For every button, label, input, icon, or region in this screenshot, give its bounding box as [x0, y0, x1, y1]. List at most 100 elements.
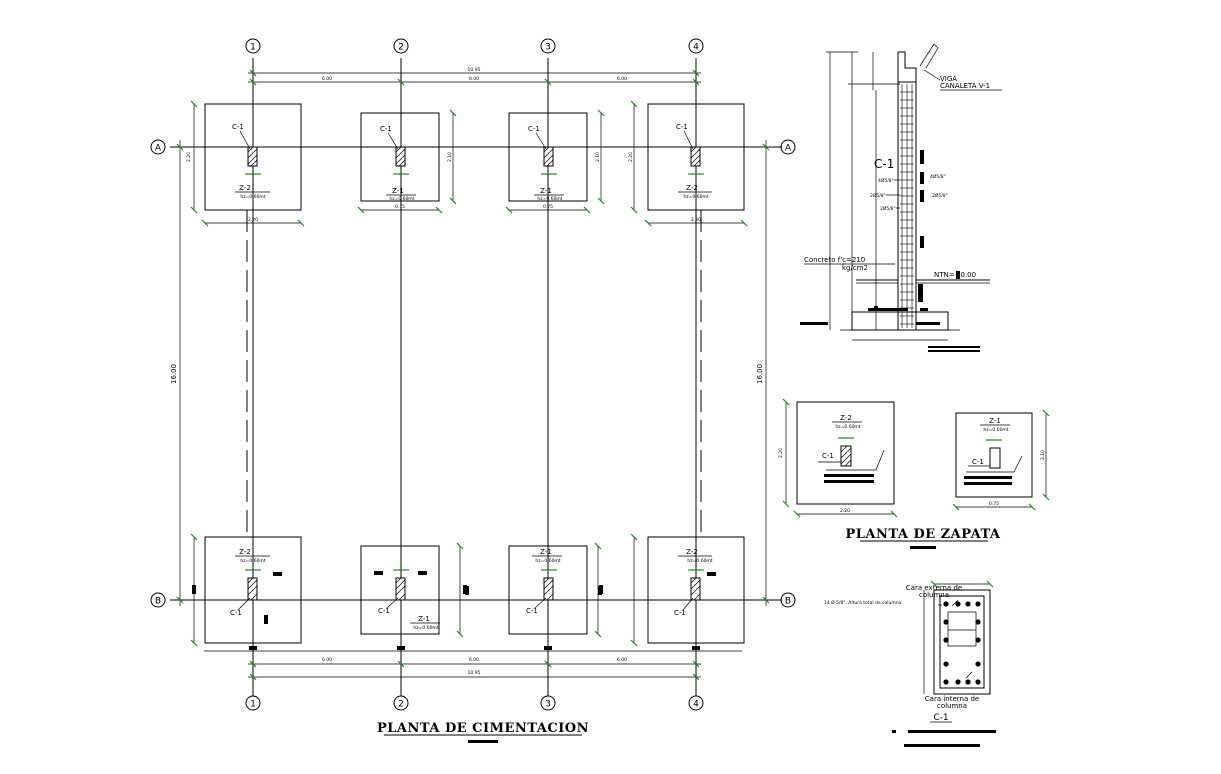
- svg-text:C-1: C-1: [230, 609, 242, 617]
- axis-bubble-4-top: 4: [688, 38, 704, 54]
- svg-text:C-1: C-1: [933, 713, 948, 723]
- axis-bubble-b-right: B: [780, 592, 796, 608]
- svg-text:C-1: C-1: [526, 607, 538, 615]
- svg-text:Z-2: Z-2: [840, 414, 852, 422]
- svg-text:6.00: 6.00: [322, 657, 332, 663]
- svg-text:A: A: [155, 144, 162, 154]
- svg-text:C-1: C-1: [676, 123, 688, 131]
- svg-text:hz=0.60mt: hz=0.60mt: [835, 424, 860, 430]
- svg-text:2.20: 2.20: [248, 217, 258, 223]
- svg-text:2Ø5/8": 2Ø5/8": [870, 192, 886, 199]
- axis-bubble-4-bottom: 4: [688, 695, 704, 711]
- svg-text:C-1: C-1: [822, 452, 834, 460]
- svg-text:Z-1: Z-1: [540, 187, 552, 195]
- footing-b4: Z-2 hz=0.60mt C-1: [465, 533, 745, 647]
- svg-text:hz=0.60mt: hz=0.60mt: [683, 194, 708, 200]
- axis-bubble-3-bottom: 3: [540, 695, 556, 711]
- plan-title: PLANTA DE CIMENTACION: [377, 721, 589, 736]
- svg-text:CANALETA V-1: CANALETA V-1: [940, 82, 990, 90]
- svg-text:NTN=+0.00: NTN=+0.00: [934, 271, 976, 279]
- svg-text:A: A: [785, 144, 792, 154]
- svg-text:C-1: C-1: [528, 125, 540, 133]
- axis-bubble-1-bottom: 1: [245, 695, 261, 711]
- footing-b1: Z-2 hz=0.60mt C-1: [190, 533, 302, 647]
- svg-text:4Ø5/8": 4Ø5/8": [930, 173, 946, 180]
- svg-text:B: B: [785, 597, 791, 607]
- svg-text:2.10: 2.10: [595, 152, 601, 162]
- svg-text:Z-2: Z-2: [239, 548, 251, 556]
- svg-text:2Ø5/8": 2Ø5/8": [932, 192, 948, 199]
- svg-text:4: 4: [693, 700, 699, 710]
- svg-text:6.00: 6.00: [469, 76, 479, 82]
- svg-text:6.00: 6.00: [322, 76, 332, 82]
- axis-bubble-b-left: B: [150, 592, 166, 608]
- svg-text:6.00: 6.00: [469, 657, 479, 663]
- zapata-detail-right: 2.10 0.75 Z-1 hz=0.60mt C-1: [952, 409, 1050, 511]
- top-dimensions: 10.95 6.00 6.00 6.00: [248, 67, 701, 86]
- svg-text:14 Ø 5/8", Altura total de col: 14 Ø 5/8", Altura total de columna: [824, 599, 902, 606]
- svg-text:Concreto f'c=210: Concreto f'c=210: [804, 256, 865, 264]
- svg-text:2Ø5/8": 2Ø5/8": [880, 205, 896, 212]
- right-dimension: 16.00: [756, 140, 770, 606]
- svg-text:Z-2: Z-2: [239, 184, 251, 192]
- svg-text:hz=0.60mt: hz=0.60mt: [240, 558, 265, 564]
- svg-text:6.00: 6.00: [617, 76, 627, 82]
- axis-bubble-1-top: 1: [245, 38, 261, 54]
- svg-text:2.10: 2.10: [447, 152, 453, 162]
- svg-text:columna: columna: [937, 702, 967, 710]
- svg-text:Cara externa de: Cara externa de: [906, 584, 962, 592]
- svg-text:hz=0.60mt: hz=0.60mt: [983, 427, 1008, 433]
- svg-text:0.75: 0.75: [543, 204, 553, 210]
- svg-text:6.00: 6.00: [617, 657, 627, 663]
- svg-text:4: 4: [693, 43, 699, 53]
- footing-a2: 2.10 0.75 C-1 Z-1 hz=0.60mt: [357, 109, 457, 214]
- svg-text:hz=0.60mt: hz=0.60mt: [413, 625, 438, 631]
- svg-text:Z-2: Z-2: [686, 548, 698, 556]
- svg-text:2.20: 2.20: [840, 508, 850, 514]
- svg-text:B: B: [155, 597, 161, 607]
- footing-b2: C-1 Z-1 hz=0.60mt: [360, 542, 467, 638]
- svg-text:Z-2: Z-2: [686, 184, 698, 192]
- svg-text:1: 1: [250, 700, 256, 710]
- zapata-title: PLANTA DE ZAPATA: [846, 527, 1001, 542]
- left-dimension: 16.00: [170, 140, 184, 606]
- svg-text:0.75: 0.75: [989, 501, 999, 507]
- axis-bubble-2-top: 2: [393, 38, 409, 54]
- svg-text:hz=0.60mt: hz=0.60mt: [537, 196, 562, 202]
- svg-text:10.95: 10.95: [468, 670, 481, 676]
- svg-text:4Ø5/8": 4Ø5/8": [878, 177, 894, 184]
- svg-text:10.95: 10.95: [468, 67, 481, 73]
- svg-text:2.20: 2.20: [691, 217, 701, 223]
- svg-text:VIGA: VIGA: [940, 75, 957, 83]
- svg-text:Z-1: Z-1: [540, 548, 552, 556]
- column-section: VIGA CANALETA V-1 C-1 4Ø5/8" 2Ø5/8" 2Ø5/…: [800, 43, 1002, 352]
- svg-text:C-1: C-1: [378, 607, 390, 615]
- svg-text:Z-1: Z-1: [418, 615, 430, 623]
- svg-text:2.20: 2.20: [628, 152, 634, 162]
- svg-text:3: 3: [545, 43, 551, 53]
- svg-text:kg/cm2: kg/cm2: [842, 264, 868, 272]
- footing-a3: 2.10 0.75 C-1 Z-1 hz=0.60mt: [505, 109, 605, 214]
- svg-text:hz=0.60mt: hz=0.60mt: [240, 194, 265, 200]
- zapata-detail-left: 2.20 2.20 Z-2 hz=0.60mt C-1: [778, 398, 898, 518]
- column-cross-section: Cara externa de columna 14 Ø 5/8", Altur…: [824, 580, 996, 747]
- svg-text:2: 2: [398, 43, 404, 53]
- svg-text:Z-1: Z-1: [392, 187, 404, 195]
- svg-text:C-1: C-1: [972, 458, 984, 466]
- bottom-dimensions: 6.00 6.00 6.00 10.95: [204, 646, 742, 681]
- svg-text:Z-1: Z-1: [989, 417, 1001, 425]
- svg-text:2: 2: [398, 700, 404, 710]
- axis-bubble-3-top: 3: [540, 38, 556, 54]
- svg-text:hz=0.60mt: hz=0.60mt: [535, 558, 560, 564]
- svg-text:2.20: 2.20: [778, 448, 784, 458]
- svg-text:16.00: 16.00: [756, 364, 764, 384]
- svg-text:Cara interna de: Cara interna de: [925, 695, 979, 703]
- svg-text:2.20: 2.20: [186, 152, 192, 162]
- axis-bubble-a-right: A: [780, 139, 796, 155]
- footing-b3: Z-1 hz=0.60mt C-1: [508, 542, 603, 638]
- axis-bubble-2-bottom: 2: [393, 695, 409, 711]
- svg-text:C-1: C-1: [380, 125, 392, 133]
- svg-text:1: 1: [250, 43, 256, 53]
- axis-bubble-a-left: A: [150, 139, 166, 155]
